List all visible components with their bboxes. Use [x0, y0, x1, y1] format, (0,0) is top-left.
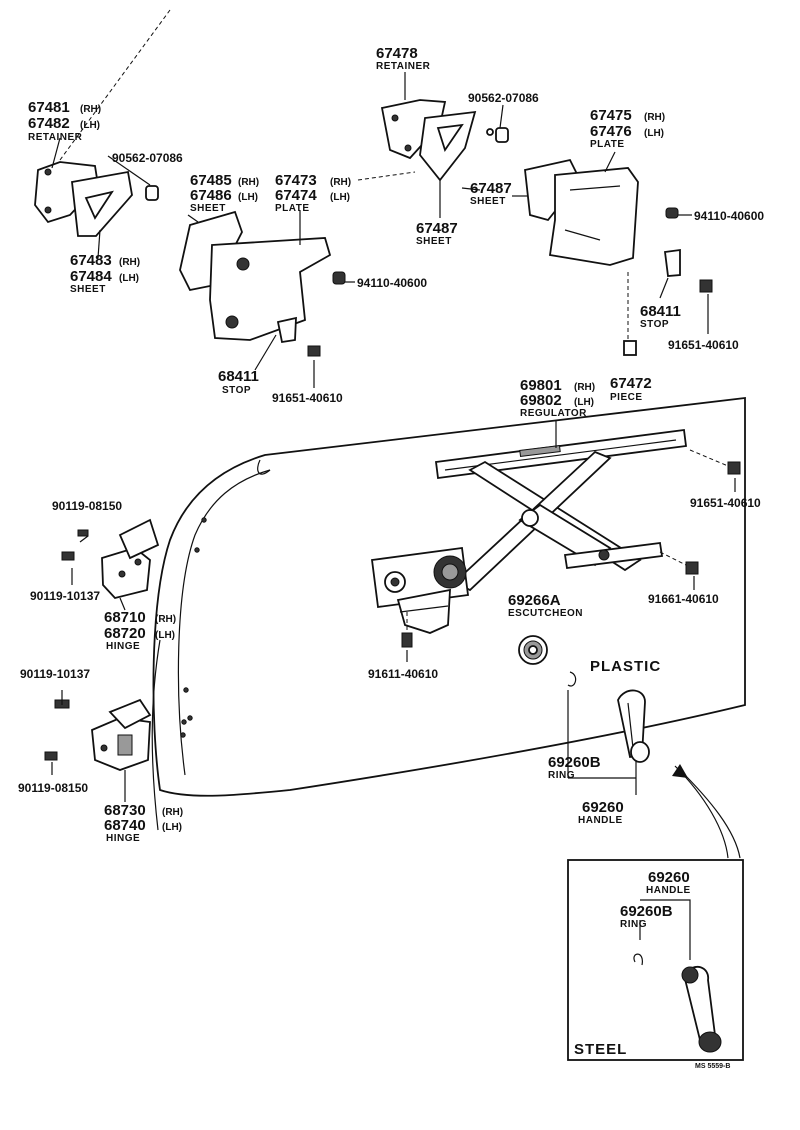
sheet-left-lh-num: 67484	[70, 268, 112, 285]
retainer-left-lh-tag: (LH)	[80, 120, 100, 131]
regulator-name: REGULATOR	[520, 408, 587, 419]
sheet-top-left-num: 67487	[416, 220, 458, 237]
sheet-mid-rh-tag: (RH)	[238, 177, 259, 188]
nut-mid-label: 94110-40600	[357, 276, 427, 290]
top-retainer-group	[380, 99, 509, 182]
screw-reg-top-label: 91651-40610	[690, 496, 761, 510]
sheet-top-right-name: SHEET	[470, 196, 506, 207]
retainer-left-rh-num: 67481	[28, 99, 70, 116]
retainer-left-lh-num: 67482	[28, 115, 70, 132]
inset-handle-num: 69260	[648, 869, 690, 886]
plate-mid-lh-tag: (LH)	[330, 192, 350, 203]
sheet-top-left-name: SHEET	[416, 236, 452, 247]
inset-pointer-2	[674, 765, 729, 859]
upper-hinge-bolt2-label: 90119-10137	[30, 589, 100, 603]
window-regulator	[370, 428, 688, 634]
sheet-top-right-num: 67487	[470, 180, 512, 197]
sheet-left-rh-tag: (RH)	[119, 257, 140, 268]
screw-mid-label: 91651-40610	[272, 391, 343, 405]
inset-ring-num: 69260B	[620, 903, 673, 920]
inset-material: STEEL	[574, 1041, 627, 1058]
piece-name: PIECE	[610, 392, 643, 403]
screw-reg-low-label: 91611-40610	[368, 667, 438, 681]
stop-right-name: STOP	[640, 319, 669, 330]
plate-mid-lh-num: 67474	[275, 187, 317, 204]
plate-right-lh-num: 67476	[590, 123, 632, 140]
stop-right-num: 68411	[640, 303, 681, 320]
lower-hinge-lh-tag: (LH)	[162, 822, 182, 833]
escutcheon-part	[518, 635, 548, 665]
lower-hinge-rh-tag: (RH)	[162, 807, 183, 818]
upper-hinge-bolt1-label: 90119-08150	[52, 499, 122, 513]
handle-num: 69260	[582, 799, 624, 816]
plate-mid-rh-tag: (RH)	[330, 177, 351, 188]
lower-hinge-lh-num: 68740	[104, 817, 146, 834]
retainer-left-rh-tag: (RH)	[80, 104, 101, 115]
plate-right-lh-tag: (LH)	[644, 128, 664, 139]
sheet-left-name: SHEET	[70, 284, 106, 295]
screw-reg-mid-label: 91661-40610	[648, 592, 719, 606]
plate-mid-name: PLATE	[275, 203, 310, 214]
stop-mid-name: STOP	[222, 385, 251, 396]
upper-hinge-part	[61, 518, 160, 600]
leader-lines	[51, 72, 736, 831]
inset-handle-name: HANDLE	[646, 885, 691, 896]
piece-num: 67472	[610, 375, 652, 392]
lower-hinge-rh-num: 68730	[104, 802, 146, 819]
upper-hinge-lh-num: 68720	[104, 625, 146, 642]
escutcheon-num: 69266A	[508, 592, 561, 609]
retainer-left-name: RETAINER	[28, 132, 83, 143]
right-plate-group	[524, 158, 713, 356]
left-retainer-group	[34, 9, 171, 237]
sheet-mid-lh-tag: (LH)	[238, 192, 258, 203]
lower-hinge-bolt1-label: 90119-10137	[20, 667, 90, 681]
sheet-mid-lh-num: 67486	[190, 187, 232, 204]
escutcheon-name: ESCUTCHEON	[508, 608, 583, 619]
sheet-mid-rh-num: 67485	[190, 172, 232, 189]
plate-mid-rh-num: 67473	[275, 172, 317, 189]
middle-plate-group	[179, 210, 346, 357]
lower-hinge-bolt2-label: 90119-08150	[18, 781, 88, 795]
plastic-label: PLASTIC	[590, 658, 661, 675]
screw-right-label: 91651-40610	[668, 338, 739, 352]
sheet-mid-name: SHEET	[190, 203, 226, 214]
regulator-rh-num: 69801	[520, 377, 562, 394]
handle-name: HANDLE	[578, 815, 623, 826]
bolt-left-label: 90562-07086	[112, 151, 183, 165]
plate-right-name: PLATE	[590, 139, 625, 150]
inset-ring-name: RING	[620, 919, 647, 930]
sheet-left-rh-num: 67483	[70, 252, 112, 269]
ring-num: 69260B	[548, 754, 601, 771]
arrow-head	[672, 764, 688, 778]
plate-right-rh-tag: (RH)	[644, 112, 665, 123]
regulator-lh-num: 69802	[520, 392, 562, 409]
upper-hinge-name: HINGE	[106, 641, 140, 652]
lower-hinge-name: HINGE	[106, 833, 140, 844]
plate-right-rh-num: 67475	[590, 107, 632, 124]
bolt-top-label: 90562-07086	[468, 91, 539, 105]
screw-regulator-low	[401, 632, 413, 648]
lower-hinge-part	[44, 698, 152, 771]
sheet-left-lh-tag: (LH)	[119, 273, 139, 284]
diagram-code: MS 5559-B	[695, 1063, 730, 1070]
inset-pointer	[679, 769, 741, 859]
steel-handle-inset	[567, 859, 744, 1061]
upper-hinge-rh-num: 68710	[104, 609, 146, 626]
retainer-top-num: 67478	[376, 45, 418, 62]
ring-name: RING	[548, 770, 575, 781]
upper-hinge-lh-tag: (LH)	[155, 630, 175, 641]
retainer-top-name: RETAINER	[376, 61, 431, 72]
stop-mid-num: 68411	[218, 368, 259, 385]
plastic-handle-part	[567, 671, 650, 763]
screw-regulator-mid	[685, 561, 699, 575]
regulator-lh-tag: (LH)	[574, 397, 594, 408]
nut-right-label: 94110-40600	[694, 209, 764, 223]
screw-regulator-top	[727, 461, 741, 475]
upper-hinge-rh-tag: (RH)	[155, 614, 176, 625]
regulator-rh-tag: (RH)	[574, 382, 595, 393]
